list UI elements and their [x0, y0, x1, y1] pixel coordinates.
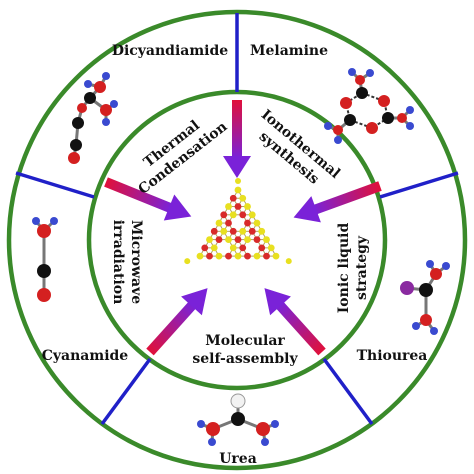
network-atom — [225, 219, 232, 227]
label-ionothermal-synthesis: Ionothermal synthesis — [256, 107, 343, 188]
network-atom — [239, 244, 247, 252]
network-terminal-atom — [184, 258, 191, 265]
network-atom — [263, 236, 270, 243]
network-atom — [220, 227, 228, 235]
network-atom — [229, 194, 237, 202]
network-atom — [220, 211, 228, 219]
network-atom — [206, 236, 213, 243]
arrow-lower-left — [146, 288, 208, 356]
network-atom — [272, 252, 280, 260]
network-atom — [201, 244, 209, 252]
outer-ring — [6, 9, 468, 471]
network-atom — [229, 227, 237, 235]
network-atom — [253, 236, 261, 243]
arrow-top — [223, 100, 251, 178]
network-atom — [210, 244, 218, 252]
network-atom — [215, 219, 223, 227]
network-atom — [253, 219, 261, 227]
network-atom — [239, 194, 247, 202]
label-dicyandiamide: Dicyandiamide — [112, 43, 228, 59]
micro-line1: Microwave — [128, 220, 144, 304]
carbon-nitride-network-icon — [184, 178, 292, 265]
network-atom — [225, 236, 232, 243]
network-terminal-atom — [285, 258, 292, 265]
divider-right — [379, 171, 459, 199]
network-atom — [225, 203, 232, 210]
network-atom — [215, 236, 223, 243]
network-atom — [258, 244, 266, 252]
network-atom — [215, 252, 223, 260]
network-atom — [234, 203, 242, 210]
ionic-line2: strategy — [354, 235, 370, 300]
network-atom — [248, 227, 256, 235]
network-atom — [248, 211, 256, 219]
network-terminal-atom — [235, 178, 241, 184]
network-atom — [229, 244, 237, 252]
thiourea-molecule-icon — [400, 260, 450, 335]
network-atom — [206, 252, 213, 260]
label-cyanamide: Cyanamide — [42, 348, 129, 364]
sector-dividers — [15, 13, 459, 426]
divider-lower-left — [100, 357, 152, 426]
network-atom — [239, 227, 247, 235]
network-atom — [267, 244, 275, 252]
network-atom — [234, 186, 242, 194]
label-melamine: Melamine — [250, 43, 328, 59]
ionic-line1: Ionic liquid — [336, 223, 352, 314]
network-atom — [244, 203, 251, 210]
network-atom — [210, 227, 218, 235]
urea-molecule-icon — [197, 393, 279, 446]
micro-line2: irradiation — [110, 220, 126, 305]
dicyandiamide-molecule-icon — [68, 72, 118, 164]
network-atom — [244, 236, 251, 243]
divider-lower-right — [322, 357, 374, 426]
network-atom — [229, 211, 237, 219]
network-atom — [234, 236, 242, 243]
arrow-lower-right — [264, 288, 326, 356]
molecular-line1: Molecular — [205, 333, 285, 349]
arrow-upper-left — [104, 177, 192, 221]
melamine-molecule-icon — [324, 68, 414, 144]
network-atom — [244, 252, 251, 260]
label-ionic-liquid-strategy: Ionic liquid strategy — [336, 223, 370, 314]
network-atom — [253, 252, 261, 260]
network-atom — [196, 252, 204, 260]
cyanamide-molecule-icon — [32, 217, 58, 302]
label-thermal-condensation: Thermal Condensation — [136, 117, 231, 197]
divider-left — [15, 171, 95, 199]
label-urea: Urea — [219, 451, 257, 467]
arrow-upper-right — [293, 181, 382, 223]
network-atom — [234, 252, 242, 260]
label-thiourea: Thiourea — [357, 348, 428, 364]
network-atom — [258, 227, 266, 235]
network-atom — [239, 211, 247, 219]
network-atom — [263, 252, 270, 260]
label-microwave-irradiation: Microwave irradiation — [110, 220, 144, 305]
network-atom — [225, 252, 232, 260]
molecular-line2: self-assembly — [192, 351, 298, 367]
network-atom — [244, 219, 251, 227]
